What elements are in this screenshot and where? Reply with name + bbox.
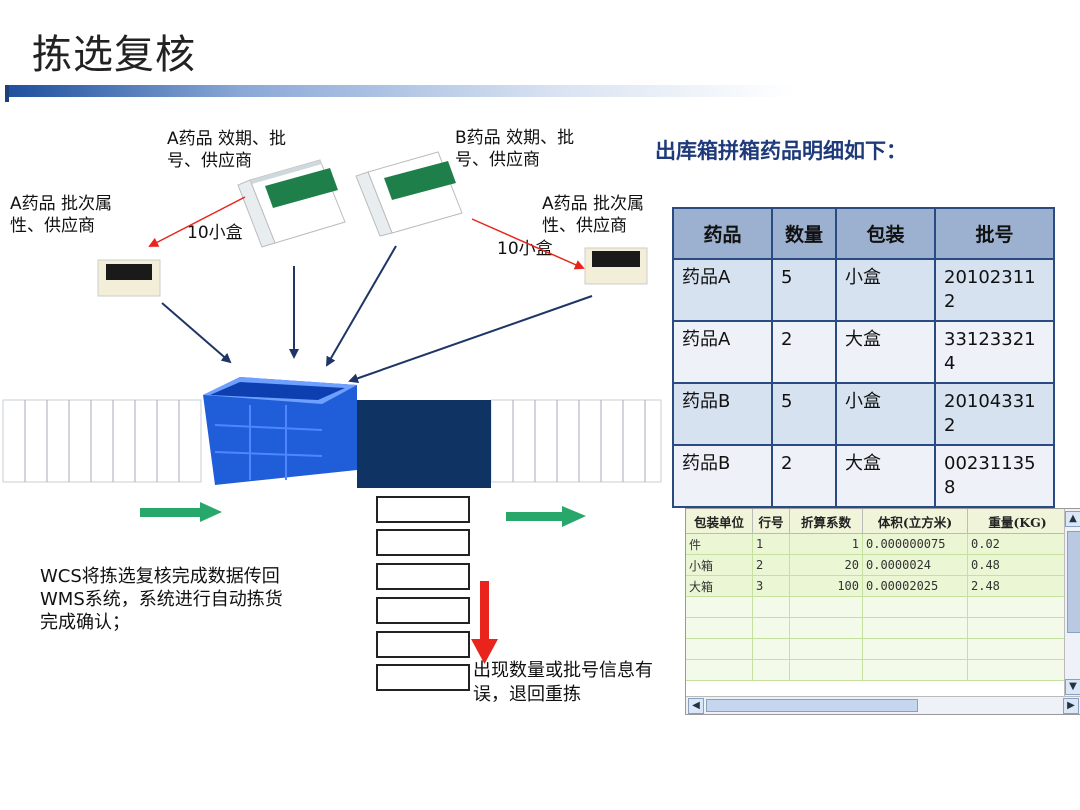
scroll-right-icon[interactable]: ▶ xyxy=(1063,698,1079,714)
package-unit-grid: 包装单位 行号 折算系数 体积(立方米) 重量(KG) 件 1 1 0.0000… xyxy=(685,508,1080,715)
scroll-thumb[interactable] xyxy=(1067,531,1080,633)
cell-qty: 2 xyxy=(771,444,837,508)
medicine-box-b-large xyxy=(355,151,463,237)
cell-drug: 药品A xyxy=(672,258,773,322)
green-arrow-right xyxy=(506,506,586,527)
detail-header-qty: 数量 xyxy=(771,207,837,260)
unit-header-package-unit[interactable]: 包装单位 xyxy=(686,509,753,534)
label-qty-right: 10小盒 xyxy=(497,239,553,259)
table-row[interactable]: 小箱 2 20 0.0000024 0.48 xyxy=(686,554,1068,576)
unit-cell[interactable]: 2.48 xyxy=(967,575,1068,597)
cell-batch: 00231135 8 xyxy=(934,444,1055,508)
unit-cell[interactable]: 3 xyxy=(752,575,790,597)
unit-cell[interactable]: 2 xyxy=(752,554,790,576)
label-a-drug-expiry: A药品 效期、批 号、供应商 xyxy=(167,129,287,171)
conveyor-right xyxy=(490,399,662,483)
table-row: 药品A 5 小盒 20102311 2 xyxy=(672,258,1055,322)
medicine-box-a-large xyxy=(237,159,346,248)
cell-qty: 5 xyxy=(771,258,837,322)
title-divider-accent xyxy=(5,85,9,102)
unit-grid-table: 包装单位 行号 折算系数 体积(立方米) 重量(KG) 件 1 1 0.0000… xyxy=(686,509,1068,681)
unit-cell[interactable]: 0.0000024 xyxy=(862,554,968,576)
medicine-box-small-right xyxy=(584,247,648,285)
red-down-arrow xyxy=(471,581,498,664)
green-arrow-left xyxy=(140,502,222,522)
table-row: 药品B 5 小盒 20104331 2 xyxy=(672,382,1055,446)
cell-package: 小盒 xyxy=(835,382,936,446)
table-row-empty xyxy=(686,596,1068,618)
table-row: 药品A 2 大盒 33123321 4 xyxy=(672,320,1055,384)
unit-cell[interactable]: 大箱 xyxy=(686,575,753,597)
unit-grid-header-row: 包装单位 行号 折算系数 体积(立方米) 重量(KG) xyxy=(686,509,1068,534)
unit-header-line-no[interactable]: 行号 xyxy=(752,509,790,534)
unit-cell[interactable]: 1 xyxy=(789,533,863,555)
cell-qty: 2 xyxy=(771,320,837,384)
conveyor-left xyxy=(2,399,202,483)
label-b-drug-expiry: B药品 效期、批 号、供应商 xyxy=(455,128,575,170)
label-a-drug-batch-left: A药品 批次属 性、供应商 xyxy=(10,194,113,236)
queue-box xyxy=(376,631,470,658)
table-row-empty xyxy=(686,659,1068,681)
queue-box xyxy=(376,597,470,624)
cell-drug: 药品A xyxy=(672,320,773,384)
queue-box xyxy=(376,529,470,556)
unit-cell[interactable]: 100 xyxy=(789,575,863,597)
unit-cell[interactable]: 0.02 xyxy=(967,533,1068,555)
unit-cell[interactable]: 小箱 xyxy=(686,554,753,576)
unit-cell[interactable]: 1 xyxy=(752,533,790,555)
vertical-scrollbar[interactable]: ▲ ▼ xyxy=(1064,509,1080,696)
queue-box xyxy=(376,563,470,590)
table-row-empty xyxy=(686,638,1068,660)
page-title: 拣选复核 xyxy=(32,32,196,78)
horizontal-scrollbar[interactable]: ◀ ▶ xyxy=(686,696,1080,714)
unit-cell[interactable]: 0.000000075 xyxy=(862,533,968,555)
detail-header-batch: 批号 xyxy=(934,207,1055,260)
cell-drug: 药品B xyxy=(672,382,773,446)
review-station xyxy=(357,400,491,488)
detail-heading: 出库箱拼箱药品明细如下： xyxy=(655,139,907,163)
cell-batch: 33123321 4 xyxy=(934,320,1055,384)
cell-batch: 20104331 2 xyxy=(934,382,1055,446)
cell-package: 大盒 xyxy=(835,320,936,384)
label-a-drug-batch-right: A药品 批次属 性、供应商 xyxy=(542,194,645,236)
scroll-left-icon[interactable]: ◀ xyxy=(688,698,704,714)
unit-cell[interactable]: 0.48 xyxy=(967,554,1068,576)
detail-table-header-row: 药品 数量 包装 批号 xyxy=(672,207,1055,260)
cell-package: 小盒 xyxy=(835,258,936,322)
queue-box xyxy=(376,664,470,691)
cell-batch: 20102311 2 xyxy=(934,258,1055,322)
cell-qty: 5 xyxy=(771,382,837,446)
unit-cell[interactable]: 20 xyxy=(789,554,863,576)
table-row: 药品B 2 大盒 00231135 8 xyxy=(672,444,1055,508)
title-divider xyxy=(5,85,795,97)
detail-table: 药品 数量 包装 批号 药品A 5 小盒 20102311 2 药品A 2 大盒… xyxy=(672,207,1055,508)
error-note: 出现数量或批号信息有 误，退回重拣 xyxy=(473,660,653,705)
scroll-down-icon[interactable]: ▼ xyxy=(1065,679,1080,695)
scroll-thumb[interactable] xyxy=(706,699,918,712)
unit-header-weight[interactable]: 重量(KG) xyxy=(967,509,1068,534)
unit-cell[interactable]: 0.00002025 xyxy=(862,575,968,597)
unit-header-volume[interactable]: 体积(立方米) xyxy=(862,509,968,534)
unit-header-factor[interactable]: 折算系数 xyxy=(789,509,863,534)
cell-package: 大盒 xyxy=(835,444,936,508)
detail-header-package: 包装 xyxy=(835,207,936,260)
blue-crate xyxy=(203,377,357,485)
table-row-empty xyxy=(686,617,1068,639)
table-row[interactable]: 大箱 3 100 0.00002025 2.48 xyxy=(686,575,1068,597)
table-row[interactable]: 件 1 1 0.000000075 0.02 xyxy=(686,533,1068,555)
detail-header-drug: 药品 xyxy=(672,207,773,260)
scroll-up-icon[interactable]: ▲ xyxy=(1065,511,1080,527)
wcs-note: WCS将拣选复核完成数据传回 WMS系统，系统进行自动拣货 完成确认； xyxy=(40,566,283,633)
medicine-box-small-left xyxy=(97,259,161,297)
unit-cell[interactable]: 件 xyxy=(686,533,753,555)
queue-box xyxy=(376,496,470,523)
label-qty-left: 10小盒 xyxy=(187,223,243,243)
cell-drug: 药品B xyxy=(672,444,773,508)
